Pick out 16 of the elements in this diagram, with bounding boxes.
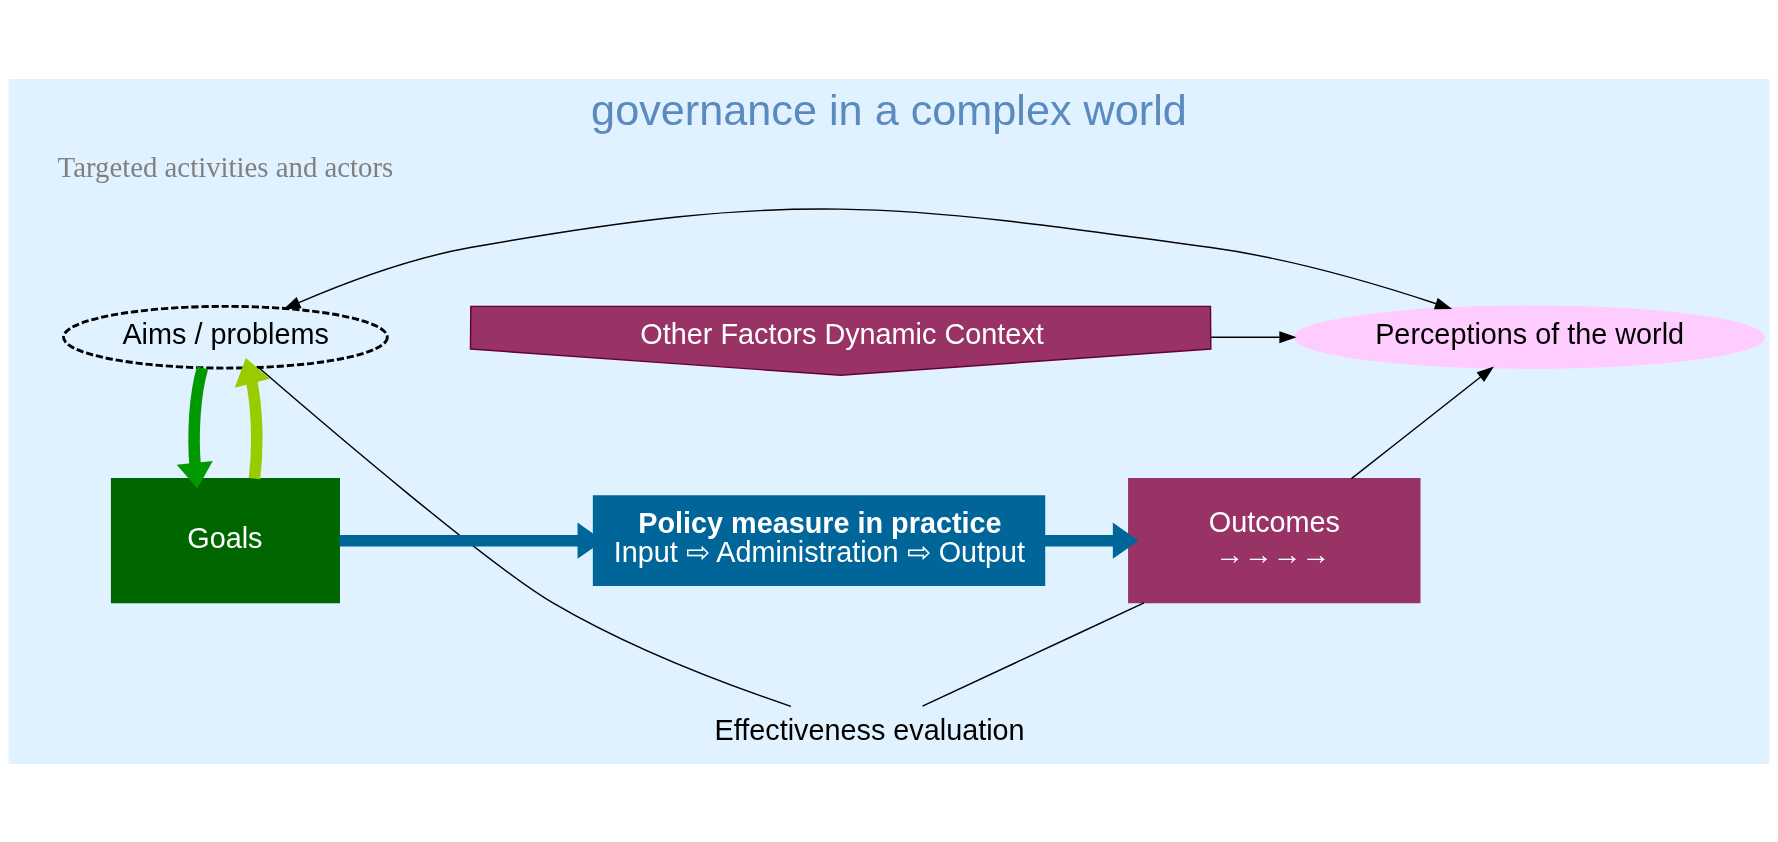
node-box: Outcomes →→→→ (1128, 477, 1421, 603)
node-text: Effectiveness evaluation (714, 713, 1025, 746)
node-ellipse: Aims / problems (62, 304, 389, 370)
node-ellipse: Perceptions of the world (1294, 305, 1765, 369)
arrow (283, 207, 1453, 309)
node-box: Policy measure in practice Input ⇨ Administration ⇨ Output (592, 494, 1046, 586)
arrow (176, 365, 213, 489)
arrow (1350, 365, 1494, 479)
node-box: Goals (110, 477, 340, 603)
connector (257, 366, 792, 707)
diagram-title: governance in a complex world (591, 85, 1187, 134)
connector (921, 601, 1145, 707)
arrow (1044, 522, 1139, 559)
arrow (234, 357, 270, 479)
label: Targeted activities and actors (57, 150, 394, 183)
arrow (1210, 330, 1297, 343)
